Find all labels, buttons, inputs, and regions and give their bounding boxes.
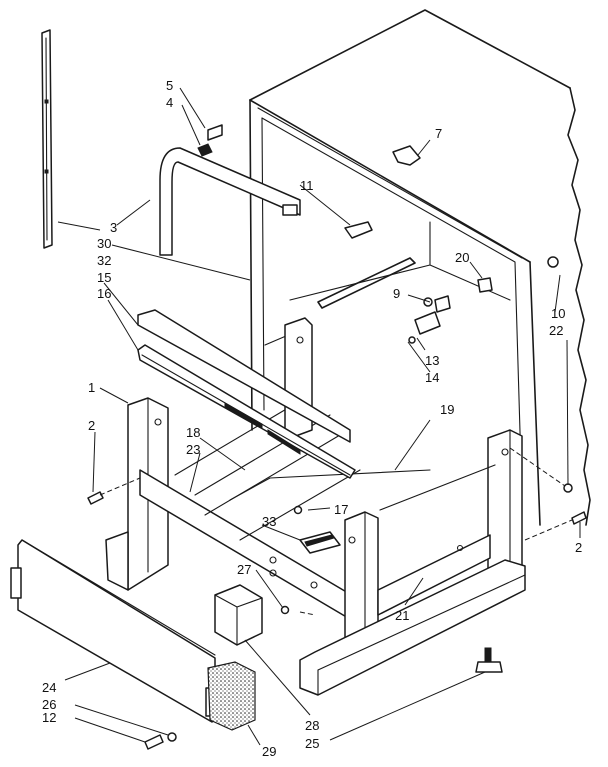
insulation-pad: [207, 661, 256, 731]
callout-33: 33: [262, 514, 276, 529]
rail-assembly: [137, 309, 356, 479]
vertical-strip-part: [41, 29, 53, 249]
callout-27: 27: [237, 562, 251, 577]
frame-stand: [105, 317, 526, 696]
callout-25: 25: [305, 736, 319, 751]
callout-18: 18: [186, 425, 200, 440]
callout-19: 19: [440, 402, 454, 417]
callout-20: 20: [455, 250, 469, 265]
callout-14: 14: [425, 370, 439, 385]
leader-lines: [57, 87, 581, 746]
callout-21: 21: [395, 608, 409, 623]
callout-17: 17: [334, 502, 348, 517]
small-parts: [87, 124, 587, 750]
callout-2-left: 2: [88, 418, 95, 433]
callout-30: 30: [97, 236, 111, 251]
callout-23: 23: [186, 442, 200, 457]
callout-11: 11: [300, 178, 314, 193]
callout-3: 3: [110, 220, 117, 235]
callout-10: 10: [551, 306, 565, 321]
callout-9: 9: [393, 286, 400, 301]
callout-24: 24: [42, 680, 56, 695]
callout-1: 1: [88, 380, 95, 395]
callout-28: 28: [305, 718, 319, 733]
tube-part: [159, 147, 301, 256]
callout-2-right: 2: [575, 540, 582, 555]
callout-12: 12: [42, 710, 56, 725]
callout-29: 29: [262, 744, 276, 759]
callout-7: 7: [435, 126, 442, 141]
callout-32: 32: [97, 253, 111, 268]
tub-cabinet: [249, 9, 591, 526]
callout-22: 22: [549, 323, 563, 338]
callout-5: 5: [166, 78, 173, 93]
callout-13: 13: [425, 353, 439, 368]
alignment-lines: [99, 447, 573, 616]
callout-15: 15: [97, 270, 111, 285]
callout-labels: 5 4 7 11 3 30 32 15 16 20 9 10 22 13 14 …: [42, 78, 582, 759]
callout-4: 4: [166, 95, 173, 110]
callout-16: 16: [97, 286, 111, 301]
callout-26: 26: [42, 697, 56, 712]
